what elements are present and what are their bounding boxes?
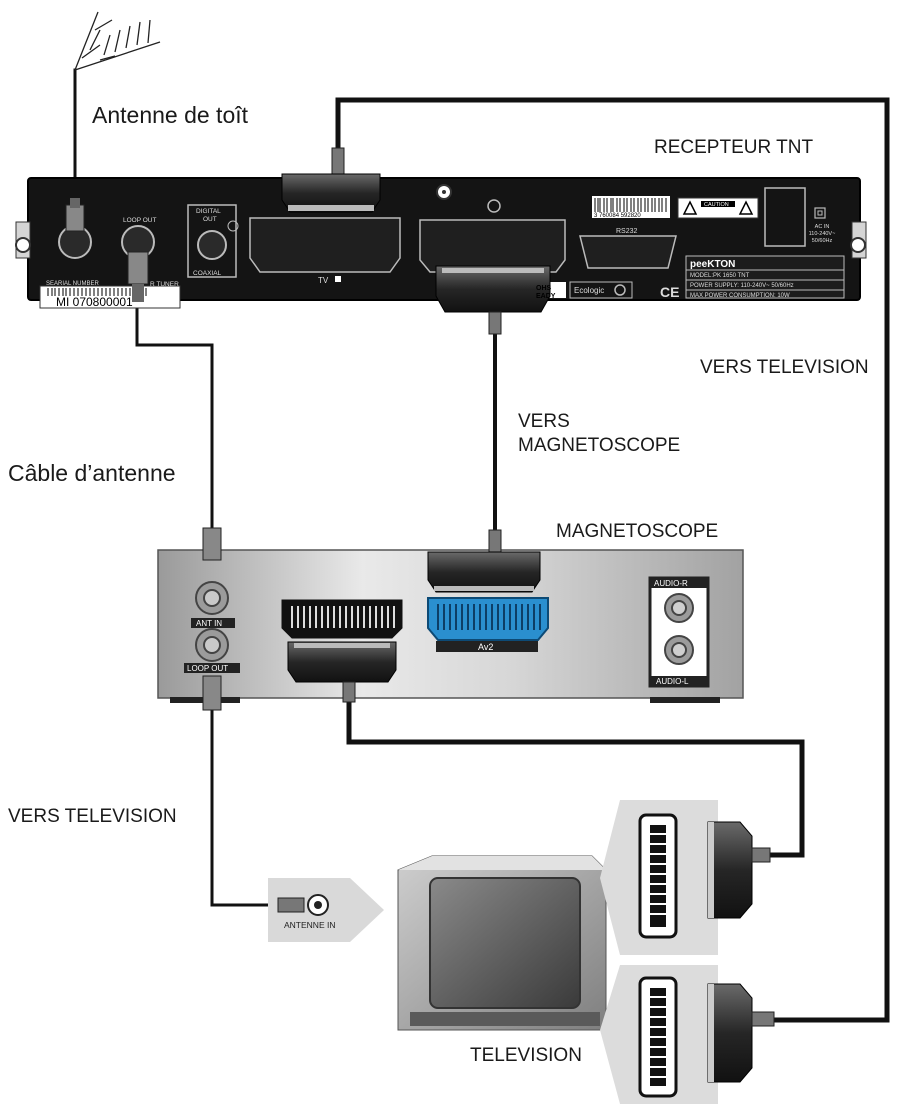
brand-label: peeKTON: [690, 259, 735, 270]
digital-out-label-line: OUT: [203, 216, 217, 223]
ecologic-label: Ecologic: [574, 286, 604, 295]
vcr-label: MAGNETOSCOPE: [556, 521, 719, 542]
loop-out-label: LOOP OUT: [123, 217, 157, 224]
caution-label: CAUTION: [704, 202, 729, 208]
coax-plug-receiver-in: [65, 198, 85, 232]
vcr-av1-scart: [281, 599, 403, 639]
tv-scart-panel-top: [600, 800, 771, 955]
to-tv-left-label: VERS TELEVISION: [8, 806, 177, 827]
vcr-panel-text: ANT IN LOOP OUT Av2 AUDIO-R AUDIO-L: [187, 579, 689, 686]
television-label: TELEVISION: [470, 1045, 582, 1066]
receiver-label: RECEPTEUR TNT: [654, 137, 814, 158]
rohs-label-line: EADY: [536, 293, 556, 300]
television-set: [397, 855, 607, 1031]
vcr-loop-out-label: LOOP OUT: [187, 664, 228, 673]
tv-panel-text: ANTENNE IN: [284, 920, 335, 930]
scart-plug-vcr-av2: [427, 529, 541, 593]
scart-plug-receiver-tv: [281, 147, 381, 213]
tv-scart-label: TV: [318, 276, 329, 285]
scart-plug-vcr-av1: [287, 641, 397, 703]
rs232-label: RS232: [616, 228, 638, 235]
scart-plug-receiver-vcr: [435, 265, 551, 335]
max-power-label: MAX POWER CONSUMPTION: 10W: [690, 293, 790, 299]
barcode-digits: 3 760084 592820: [594, 213, 641, 219]
receiver-vcr-scart: [419, 219, 566, 273]
receiver-rs232-port: [579, 235, 677, 269]
receiver-barcode: [594, 198, 667, 212]
serial-number-value: MI 070800001: [56, 295, 133, 309]
model-label: MODEL:PK 1650 TNT: [690, 273, 750, 279]
power-supply-label: POWER SUPPLY: 110-240V~ 50/60Hz: [690, 283, 794, 289]
vcr-audio-l-label: AUDIO-L: [656, 677, 689, 686]
cable-vcr-to-tv-antenna: [210, 706, 282, 907]
roof-antenna-label: Antenne de toît: [92, 102, 249, 128]
vcr-av1-scart-pins: [291, 606, 395, 628]
vcr-av2-label: Av2: [478, 642, 493, 652]
cable-antenna-to-vcr: [135, 300, 214, 532]
receiver-panel-text: SEARIAL NUMBER MI 070800001 LOOP OUT R T…: [46, 202, 835, 309]
coaxial-label: COAXIAL: [193, 270, 222, 277]
serial-barcode: [47, 288, 147, 296]
ac-in-label-line: AC IN: [815, 224, 830, 230]
rohs-label-line: OHS: [536, 285, 552, 292]
cable-receiver-to-tv: [335, 97, 890, 1023]
coax-plug-receiver-loop: [127, 251, 149, 302]
ce-mark: CE: [660, 284, 679, 300]
tv-antenna-input: [268, 878, 384, 942]
digital-out-label-line: DIGITAL: [196, 208, 221, 215]
ac-in-label-line: 110-240V~: [809, 231, 836, 237]
tuner-label: R TUNER: [150, 281, 179, 288]
coax-plug-vcr-out: [202, 675, 222, 711]
vcr-audio-r-label: AUDIO-R: [654, 579, 688, 588]
roof-antenna: [74, 11, 161, 71]
antenna-cable-label: Câble d’antenne: [8, 460, 176, 486]
serial-number-label: SEARIAL NUMBER: [46, 281, 99, 287]
vcr-ant-in-label: ANT IN: [196, 619, 222, 628]
cables: [73, 68, 890, 1023]
to-tv-right-label: VERS TELEVISION: [700, 357, 869, 378]
receiver-tv-scart: [249, 217, 401, 273]
coax-plug-vcr-in: [202, 527, 222, 561]
antenne-in-label: ANTENNE IN: [284, 920, 335, 930]
cable-vcr-to-tv-scart: [346, 697, 805, 858]
ac-in-label-line: 50/60Hz: [812, 238, 833, 244]
to-vcr-label: VERS MAGNETOSCOPE: [518, 411, 681, 456]
vcr-av2-scart: [427, 597, 549, 641]
tv-scart-panel-bottom: [600, 965, 775, 1104]
